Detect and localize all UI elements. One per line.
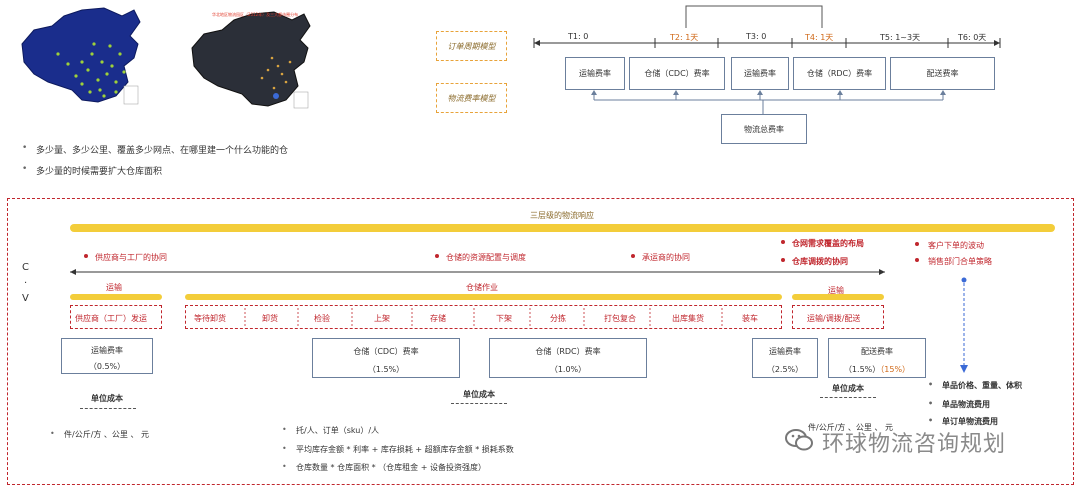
note-dot — [435, 254, 439, 258]
timeline-t6: T6: 0天 — [958, 33, 987, 42]
timeline-t2: T2: 1天 — [670, 33, 699, 42]
unit-cost-label-left: 单位成本 — [91, 394, 123, 403]
map-caption: 华北地区物流园区（2012年）及三大都市圈分布 — [212, 12, 299, 17]
rate-box-cdc: 仓储（CDC）费率 — [629, 57, 725, 90]
china-map-2 — [191, 11, 311, 109]
unit-cost-label-mid: 单位成本 — [463, 390, 495, 399]
wechat-icon — [785, 429, 813, 451]
note-warehouse-resource: 仓储的资源配置与调度 — [446, 253, 526, 262]
timeline-graph — [533, 5, 1001, 114]
note-merge-strategy: 销售部门合单策略 — [928, 257, 992, 266]
order-factor-2: 单品物流费用 — [928, 399, 990, 410]
transport-label-2: 运输 — [828, 286, 844, 295]
total-rate-box: 物流总费率 — [721, 114, 807, 144]
cost-card-cdc: 仓储（CDC）费率 （1.5%） — [312, 338, 460, 378]
note-order-fluctuation: 客户下单的波动 — [928, 241, 984, 250]
rate-box-delivery: 配送费率 — [890, 57, 995, 90]
cv-label-c: C — [22, 262, 29, 273]
watermark: 环球物流咨询规划 — [822, 432, 1007, 457]
transport-bar-1 — [70, 294, 162, 300]
transport-bar-2 — [792, 294, 884, 300]
response-frame — [7, 198, 1074, 485]
unit-cost-underline-left — [80, 408, 136, 409]
timeline-t3: T3: 0 — [746, 32, 767, 41]
cost-card-delivery: 配送费率 （1.5%）（15%） — [828, 338, 926, 378]
warehouse-step-2: 卸货 — [262, 314, 278, 323]
transport-step-box — [792, 305, 884, 329]
logistics-cost-model: 物流费率模型 — [436, 83, 507, 113]
note-dot — [781, 240, 785, 244]
supplier-step: 供应商（工厂）发运 — [75, 314, 147, 323]
warehouse-bar — [185, 294, 782, 300]
note-supplier-sync: 供应商与工厂的协同 — [95, 253, 167, 262]
note-dot — [915, 258, 919, 262]
warehouse-step-1: 等待卸货 — [194, 314, 226, 323]
note-dot — [631, 254, 635, 258]
unit-mid-3: 仓库数量 * 仓库面积 * （仓库租金 + 设备投资强度） — [282, 462, 486, 473]
order-factor-3: 单订单物流费用 — [928, 416, 998, 427]
supplier-step-box — [70, 305, 162, 329]
transport-step: 运输/调拨/配送 — [807, 314, 861, 323]
note-dot — [915, 242, 919, 246]
response-bar — [70, 224, 1055, 232]
timeline-t4: T4: 1天 — [805, 33, 834, 42]
question-2: 多少量的时候需要扩大仓库面积 — [22, 164, 162, 177]
unit-mid-2: 平均库存金额 * 利率 + 库存损耗 + 超额库存金额 * 损耗系数 — [282, 444, 514, 455]
warehouse-step-3: 检验 — [314, 314, 330, 323]
order-factor-1: 单品价格、重量、体积 — [928, 380, 1022, 391]
note-dot — [781, 258, 785, 262]
note-dot — [84, 254, 88, 258]
warehouse-step-6: 下架 — [496, 314, 512, 323]
cost-card-transport-2: 运输费率 （2.5%） — [752, 338, 818, 378]
warehouse-step-4: 上架 — [374, 314, 390, 323]
timeline-t1: T1: 0 — [568, 32, 589, 41]
warehouse-step-10: 装车 — [742, 314, 758, 323]
note-network-layout: 仓网需求覆盖的布局 — [792, 239, 864, 248]
cost-card-transport-1: 运输费率 （0.5%） — [61, 338, 153, 374]
unit-mid-1: 托/人、订单（sku）/人 — [282, 425, 379, 436]
order-cycle-model: 订单周期模型 — [436, 31, 507, 61]
china-map-1 — [21, 7, 141, 105]
note-carrier-sync: 承运商的协同 — [642, 253, 690, 262]
transport-label-1: 运输 — [106, 283, 122, 292]
warehouse-label: 仓储作业 — [466, 283, 498, 292]
unit-cost-underline-right — [820, 397, 876, 398]
cost-card-rdc: 仓储（RDC）费率 （1.0%） — [489, 338, 647, 378]
cv-label-v: V — [22, 293, 29, 304]
unit-left: 件/公斤/方 、公里 、 元 — [50, 429, 149, 440]
rate-box-rdc: 仓储（RDC）费率 — [793, 57, 886, 90]
unit-right: 件/公斤/方 、公里 、 元 — [808, 423, 894, 432]
rate-box-transport-1: 运输费率 — [565, 57, 625, 90]
timeline-t5: T5: 1~3天 — [880, 33, 921, 42]
unit-cost-label-right: 单位成本 — [832, 384, 864, 393]
note-transfer-sync: 仓库调拨的协同 — [792, 257, 848, 266]
warehouse-step-5: 存储 — [430, 314, 446, 323]
unit-cost-underline-mid — [451, 403, 507, 404]
warehouse-step-7: 分拣 — [550, 314, 566, 323]
warehouse-step-8: 打包复合 — [604, 314, 636, 323]
response-title: 三层级的物流响应 — [530, 211, 594, 220]
cv-label-dot: · — [24, 278, 28, 289]
question-1: 多少量、多少公里、覆盖多少网点、在哪里建一个什么功能的仓 — [22, 143, 288, 156]
warehouse-step-9: 出库集货 — [672, 314, 704, 323]
rate-box-transport-2: 运输费率 — [731, 57, 789, 90]
warehouse-steps-box — [185, 305, 782, 329]
